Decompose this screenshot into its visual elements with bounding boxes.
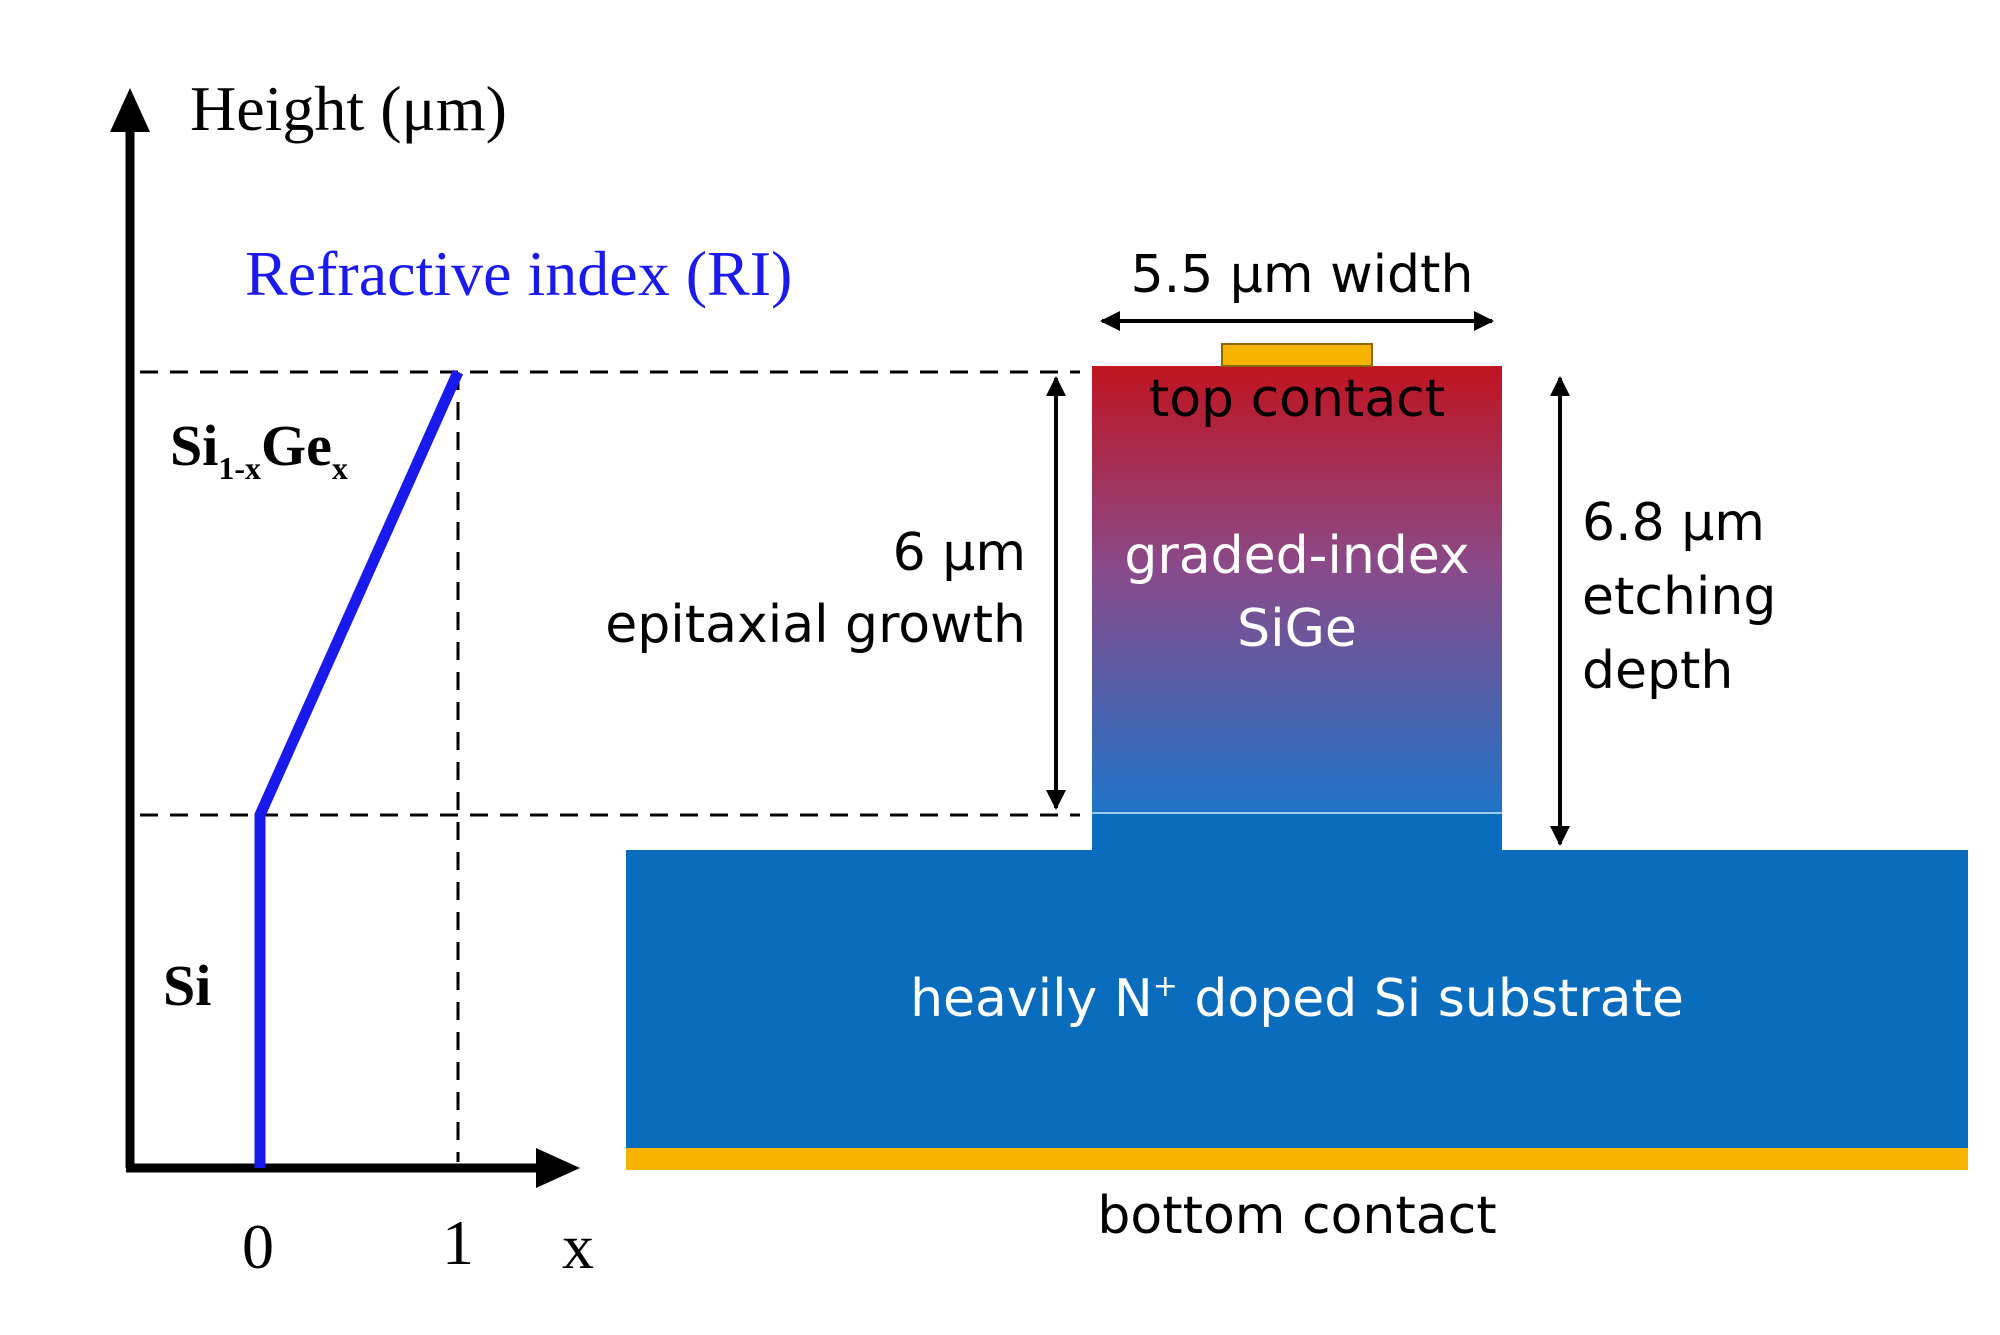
graded-sige-ridge [1092, 366, 1502, 814]
mesa-si-base [1092, 812, 1502, 854]
bottom-contact [626, 1148, 1968, 1170]
ri-title: Refractive index (RI) [245, 238, 792, 309]
y-axis-label: Height (μm) [190, 73, 507, 144]
top-contact-pad [1221, 343, 1373, 367]
bottom-contact-label: bottom contact [1097, 1186, 1496, 1246]
x-axis-arrowhead [536, 1148, 580, 1188]
y-axis-arrowhead [110, 88, 150, 132]
ri-profile-line [254, 369, 464, 1168]
sige-layer-label: Si1-xGex [170, 413, 348, 486]
x-tick-0: 0 [242, 1211, 274, 1282]
ri-profile: Height (μm) Refractive index (RI) Si1-xG… [110, 73, 1080, 1282]
width-label: 5.5 μm width [1131, 245, 1474, 305]
etch-depth-value: 6.8 μm [1582, 493, 1765, 553]
top-contact-label: top contact [1149, 369, 1445, 429]
substrate-label: heavily N+ doped Si substrate [910, 969, 1684, 1029]
depth-label: depth [1582, 641, 1733, 701]
x-tick-1: 1 [442, 1207, 474, 1278]
epi-thickness-label: 6 μm [893, 523, 1026, 583]
graded-index-label: graded-index [1124, 526, 1469, 586]
device-cross-section: 5.5 μm width top contact graded-index Si… [605, 245, 1968, 1246]
x-axis-label: x [562, 1211, 594, 1282]
sige-label: SiGe [1237, 599, 1357, 659]
epi-growth-label: epitaxial growth [605, 595, 1026, 655]
si-layer-label: Si [163, 953, 211, 1018]
substrate [626, 850, 1968, 1150]
etch-label: etching [1582, 567, 1776, 627]
